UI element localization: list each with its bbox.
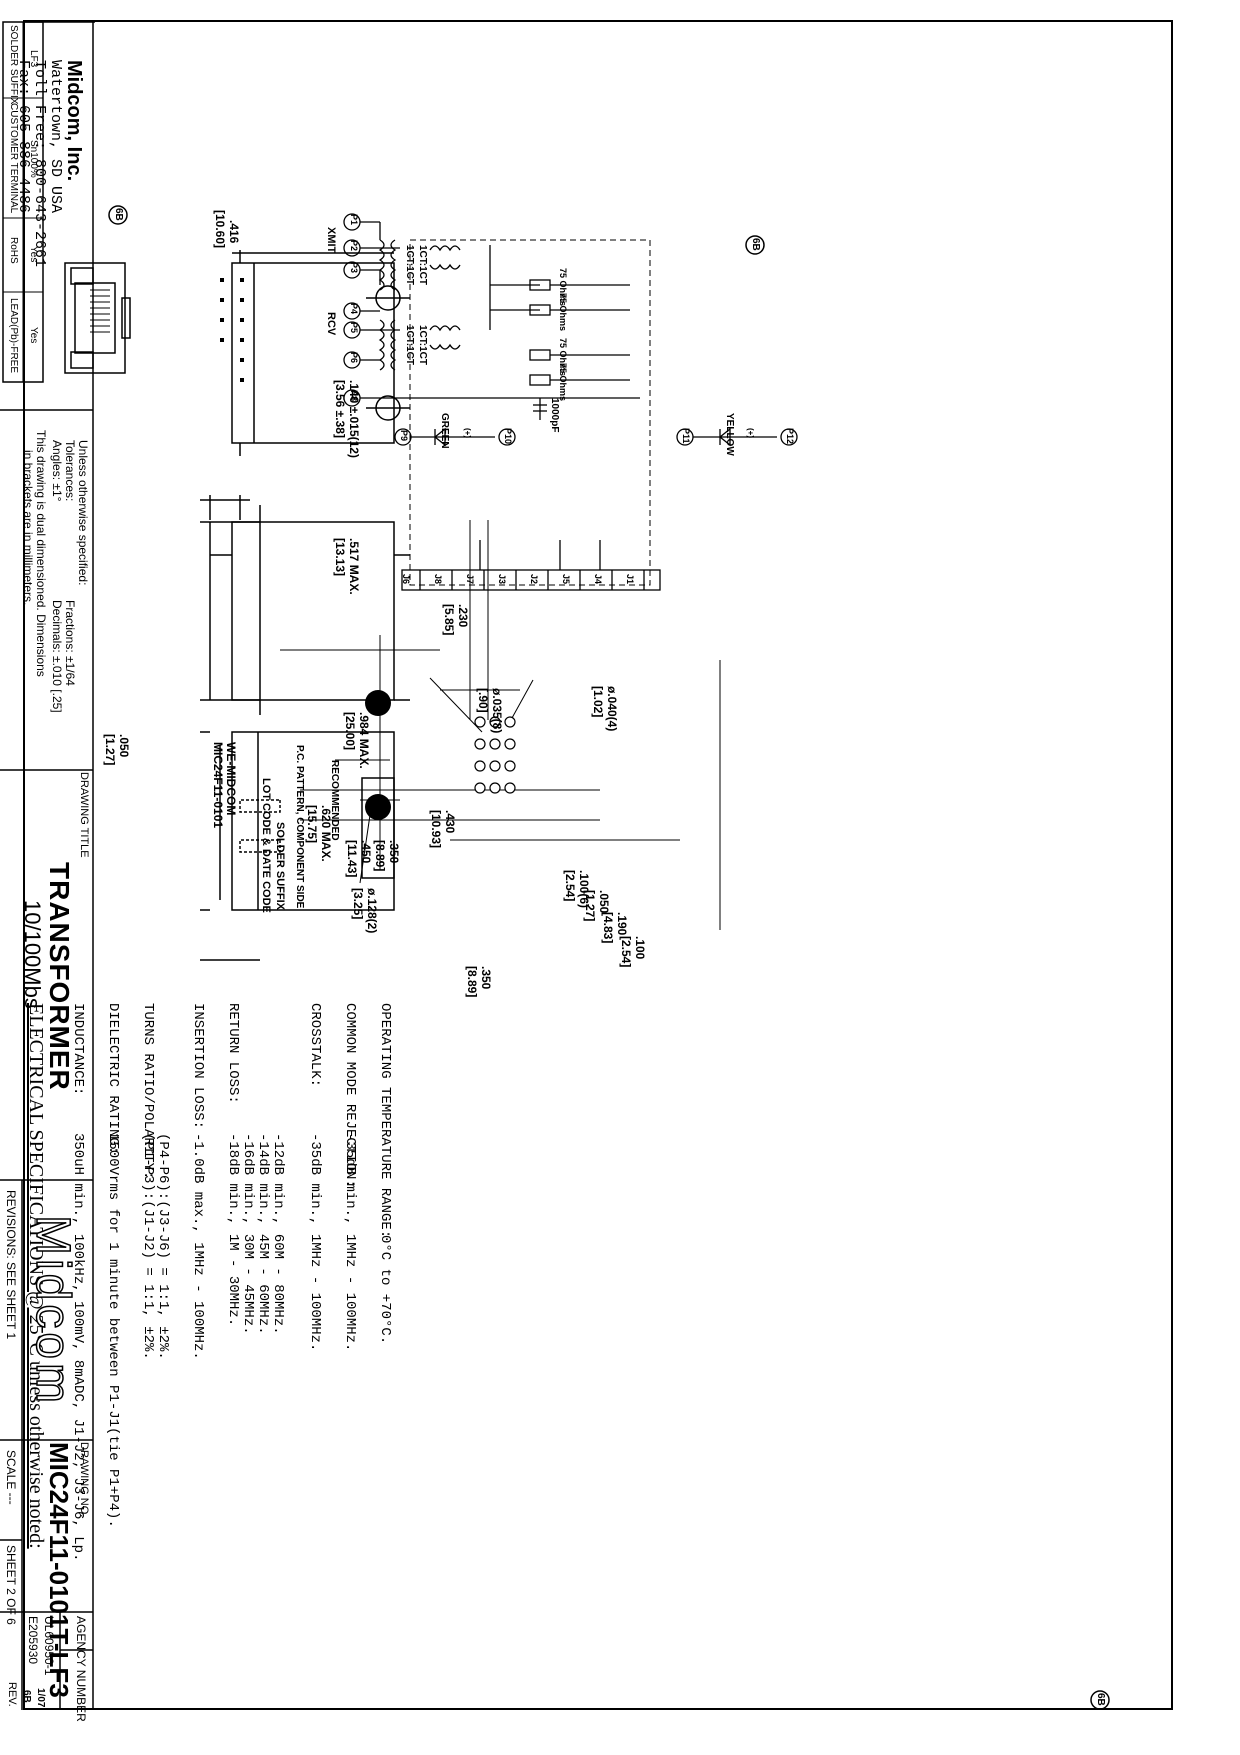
drawing-subtitle: 10/100Mbs xyxy=(20,900,45,1009)
schematic-box xyxy=(409,239,651,586)
connector-bottom-view xyxy=(220,250,410,456)
connector-side-view xyxy=(200,495,410,715)
tol-line-6: This drawing is dual dimensioned. Dimens… xyxy=(34,430,48,677)
sheet-number: SHEET 2 OF 6 xyxy=(4,1545,18,1625)
agency-ul: UL60950-1 xyxy=(42,1616,56,1676)
tol-line-5: Decimals: ±.010 [.25] xyxy=(50,600,64,713)
agency-file: E205930 xyxy=(26,1616,40,1665)
company-name: Midcom, Inc. xyxy=(63,60,85,182)
tol-line-1: Unless otherwise specified: xyxy=(76,440,90,586)
drawing-title: TRANSFORMER xyxy=(44,862,75,1091)
company-address-3: Fax: 605-886-4486 xyxy=(15,60,32,214)
scale: SCALE --- xyxy=(4,1450,18,1505)
agency-label: AGENCY NUMBER xyxy=(74,1616,88,1722)
rev-value: 6B xyxy=(21,1690,32,1703)
company-address-1: Watertown, SD USA xyxy=(47,60,64,214)
connector-top-view xyxy=(200,731,395,961)
company-address-2: Toll Free: 800-643-2661 xyxy=(31,60,48,268)
tol-line-2: Tolerances: xyxy=(63,440,77,502)
tol-line-3: Fractions: ±1/64 xyxy=(63,600,77,686)
rev-date: 1/07 xyxy=(35,1688,46,1708)
tol-line-7: in brackets are in millimeters. xyxy=(21,450,35,606)
tol-line-4: Angles: ±1° xyxy=(50,440,64,502)
rev-label: REV. xyxy=(6,1682,18,1707)
revisions-note: REVISIONS: SEE SHEET 1 xyxy=(4,1190,18,1340)
midcom-logo: Midcom xyxy=(25,1214,80,1408)
connector-front-view xyxy=(64,262,131,374)
drawing-title-label: DRAWING TITLE xyxy=(78,772,90,858)
drawing-no-label: DRAWING NO. xyxy=(78,1442,90,1518)
